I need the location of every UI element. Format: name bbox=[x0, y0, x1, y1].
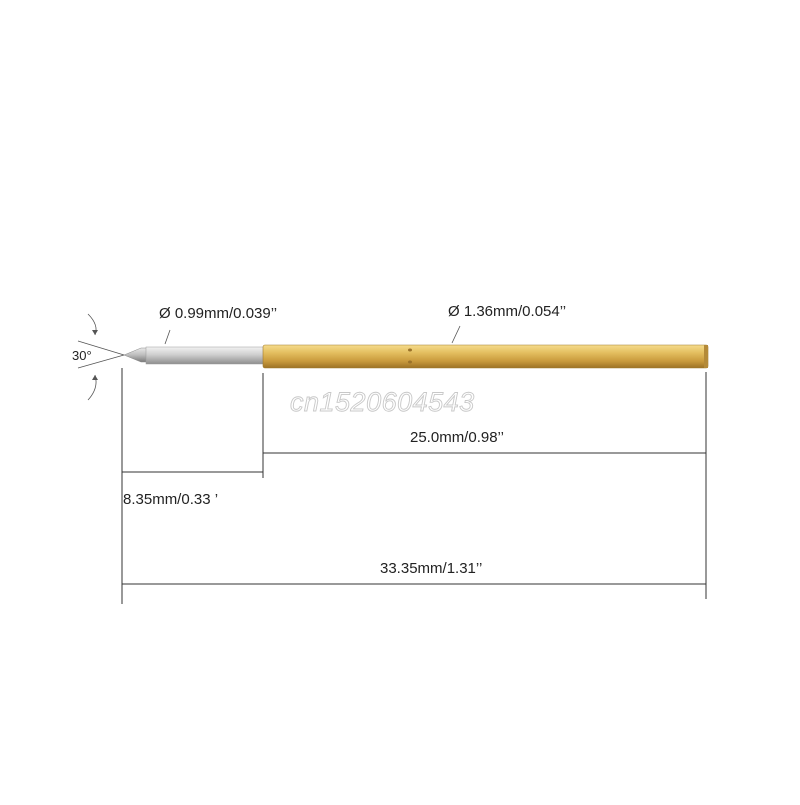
barrel-crimp-top bbox=[408, 348, 412, 352]
barrel-crimp-bottom bbox=[408, 360, 412, 364]
probe-plunger bbox=[145, 346, 265, 365]
tip-diameter-leader bbox=[164, 329, 171, 345]
angle-arrow-top bbox=[92, 330, 98, 335]
tip-angle-indicator: 30° bbox=[72, 313, 126, 401]
barrel-diameter-label: Ø 1.36mm/0.054’’ bbox=[448, 303, 566, 320]
tip-diameter-callout: Ø 0.99mm/0.039’’ bbox=[159, 305, 277, 345]
plunger-length-dimension: 8.35mm/0.33 ’ bbox=[121, 368, 263, 604]
barrel-length-label: 25.0mm/0.98’’ bbox=[410, 429, 504, 446]
tip-diameter-label: Ø 0.99mm/0.039’’ bbox=[159, 305, 277, 322]
angle-arrow-bottom bbox=[92, 375, 98, 380]
barrel-end bbox=[704, 345, 708, 368]
barrel-diameter-callout: Ø 1.36mm/0.054’’ bbox=[448, 303, 566, 344]
plunger-length-label: 8.35mm/0.33 ’ bbox=[123, 491, 218, 508]
angle-label: 30° bbox=[72, 348, 92, 363]
watermark: cn1520604543 bbox=[290, 387, 475, 417]
total-length-label: 33.35mm/1.31’’ bbox=[380, 560, 482, 577]
barrel-diameter-leader bbox=[451, 325, 461, 344]
test-probe bbox=[123, 344, 709, 369]
total-length-dimension: 33.35mm/1.31’’ bbox=[122, 560, 706, 585]
probe-tip bbox=[123, 347, 149, 363]
probe-barrel bbox=[262, 344, 709, 369]
barrel-length-dimension: 25.0mm/0.98’’ bbox=[262, 372, 707, 599]
